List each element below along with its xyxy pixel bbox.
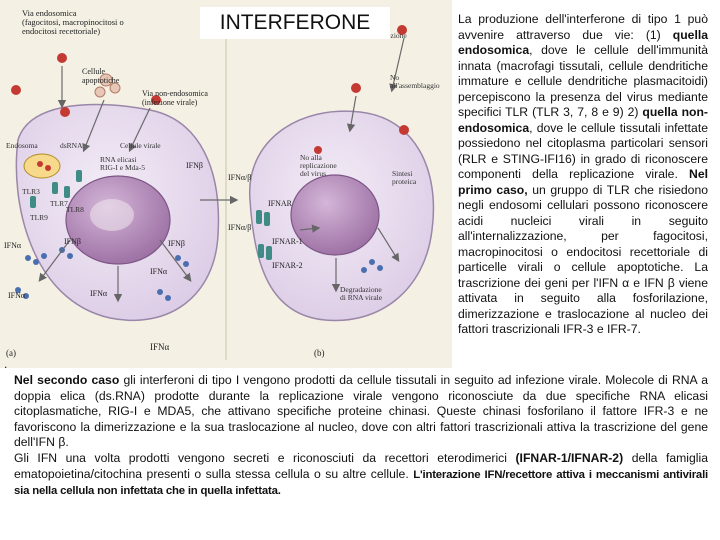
- text-span: Gli IFN una volta prodotti vengono secre…: [14, 451, 516, 465]
- bottom-text-block: Nel secondo caso gli interferoni di tipo…: [14, 373, 708, 500]
- nucleolus-a: [90, 199, 134, 231]
- text-span: 2): [628, 105, 643, 119]
- page-title: INTERFERONE: [200, 7, 390, 39]
- virus-icon: [57, 53, 67, 63]
- label-ifna-mid: IFNα: [150, 267, 168, 276]
- label-panel-b: (b): [314, 348, 325, 358]
- label-cellule-apoptotiche: Cellule apoptotiche: [82, 67, 120, 85]
- label-ifnb-top: IFNβ: [186, 161, 203, 170]
- paragraph: Nel secondo caso gli interferoni di tipo…: [14, 373, 708, 451]
- label-ifnab: IFNα/β: [228, 173, 251, 182]
- interferon-diagram: Via endosomica (fagocitosi, macropinocit…: [0, 0, 452, 368]
- label-via-endosomica: Via endosomica (fagocitosi, macropinocit…: [22, 8, 126, 36]
- label-cellule-virale: Cellule virale: [120, 141, 161, 150]
- virus-icon: [60, 107, 70, 117]
- text-span: gli interferoni di tipo I vengono prodot…: [14, 373, 708, 449]
- label-dsrna: dsRNA: [60, 141, 83, 150]
- nucleus-b: [291, 175, 379, 255]
- label-ifna-panel-a-bottom: IFNα: [150, 342, 170, 352]
- dot-mark: .: [4, 357, 7, 371]
- label-no-all-assemblaggio: No all'assemblaggio: [390, 73, 440, 90]
- label-ifnb-left: IFNβ: [64, 237, 81, 246]
- virus-icon: [351, 83, 361, 93]
- label-ifna-bottom-left: IFNα: [8, 291, 26, 300]
- virus-icon: [45, 165, 51, 171]
- bold-text: Nel secondo caso: [14, 373, 119, 387]
- bold-text: (IFNAR-1/IFNAR-2): [516, 451, 624, 465]
- paragraph: Gli IFN una volta prodotti vengono secre…: [14, 451, 708, 500]
- label-ifnab-center: IFNα/β: [228, 223, 251, 232]
- label-sintesi-proteica: Sintesi proteica: [392, 169, 417, 186]
- label-via-non-endosomica: Via non-endosomica (infezione virale): [142, 89, 210, 107]
- virus-icon: [37, 161, 43, 167]
- right-text-block: La produzione dell'interferone di tipo 1…: [458, 12, 708, 338]
- label-ifnar: IFNAR: [268, 199, 293, 208]
- label-endosoma: Endosoma: [6, 141, 38, 150]
- label-tlr9: TLR9: [30, 213, 48, 222]
- diagram-svg: Via endosomica (fagocitosi, macropinocit…: [0, 0, 452, 368]
- label-degradazione: Degradazione di RNA virale: [340, 285, 384, 302]
- virus-icon: [399, 125, 409, 135]
- virus-icon: [11, 85, 21, 95]
- label-tlr8: TLR8: [66, 205, 84, 214]
- paragraph: La produzione dell'interferone di tipo 1…: [458, 12, 708, 338]
- label-panel-a: (a): [6, 348, 16, 358]
- label-ifnb-mid: IFNβ: [168, 239, 185, 248]
- label-tlr3: TLR3: [22, 187, 40, 196]
- text-span: un gruppo di TLR che risiedono negli end…: [458, 183, 708, 337]
- label-ifnar1: IFNAR-1: [272, 237, 303, 246]
- text-span: (1): [646, 28, 673, 42]
- label-ifna-bottom: IFNα: [90, 289, 108, 298]
- label-ifnar2: IFNAR-2: [272, 261, 303, 270]
- label-ifna-left: IFNα: [4, 241, 22, 250]
